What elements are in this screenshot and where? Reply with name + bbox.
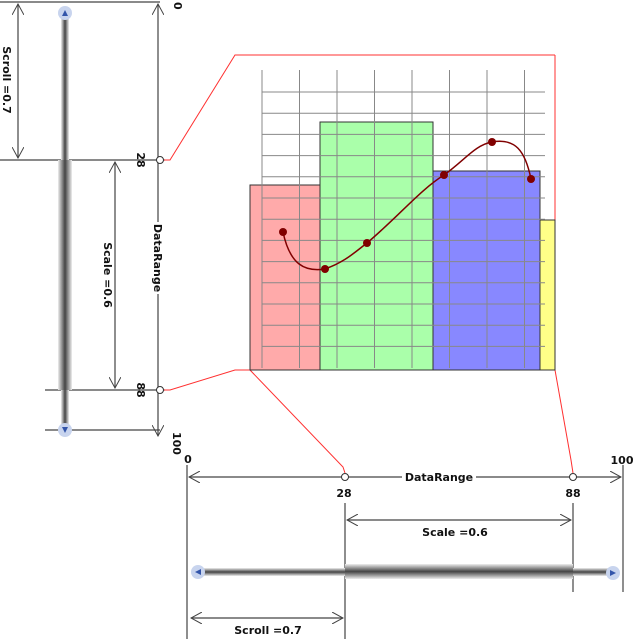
tick-28: 28 [336,487,351,500]
horizontal-scroll-diagram: DataRange Scale =0.6 Scroll =0.7 0 28 88… [184,453,634,639]
arrow-right-icon [610,570,616,576]
vertical-scroll-thumb[interactable] [58,160,72,390]
tick-0: 0 [184,453,192,466]
horizontal-scroll-thumb[interactable] [345,564,573,579]
scale-label: Scale =0.6 [101,242,114,308]
data-point [363,239,371,247]
vertical-scroll-diagram: DataRange Scroll =0.7 Scale =0.6 0 28 88… [0,1,184,455]
scroll-label: Scroll =0.7 [234,624,302,637]
range-markers [156,156,577,481]
arrow-down-icon [62,427,68,433]
arrow-left-icon [195,569,201,575]
data-point [279,228,287,236]
tick-100: 100 [611,454,634,467]
bar-1 [249,184,321,371]
scale-label: Scale =0.6 [422,526,488,539]
data-point [440,171,448,179]
tick-0: 0 [171,2,184,10]
bar-2 [319,121,434,371]
tick-88: 88 [565,487,580,500]
data-point [488,138,496,146]
grid [261,70,545,368]
tick-100: 100 [170,432,183,455]
datarange-label: DataRange [151,224,164,292]
zoomed-chart [249,70,556,371]
arrow-up-icon [62,10,68,16]
data-point [527,175,535,183]
bar-4 [539,219,556,371]
data-point [321,265,329,273]
tick-88: 88 [134,382,147,397]
tick-28: 28 [134,152,147,167]
scroll-label: Scroll =0.7 [0,46,13,114]
datarange-label: DataRange [405,471,473,484]
series-line [282,140,532,271]
